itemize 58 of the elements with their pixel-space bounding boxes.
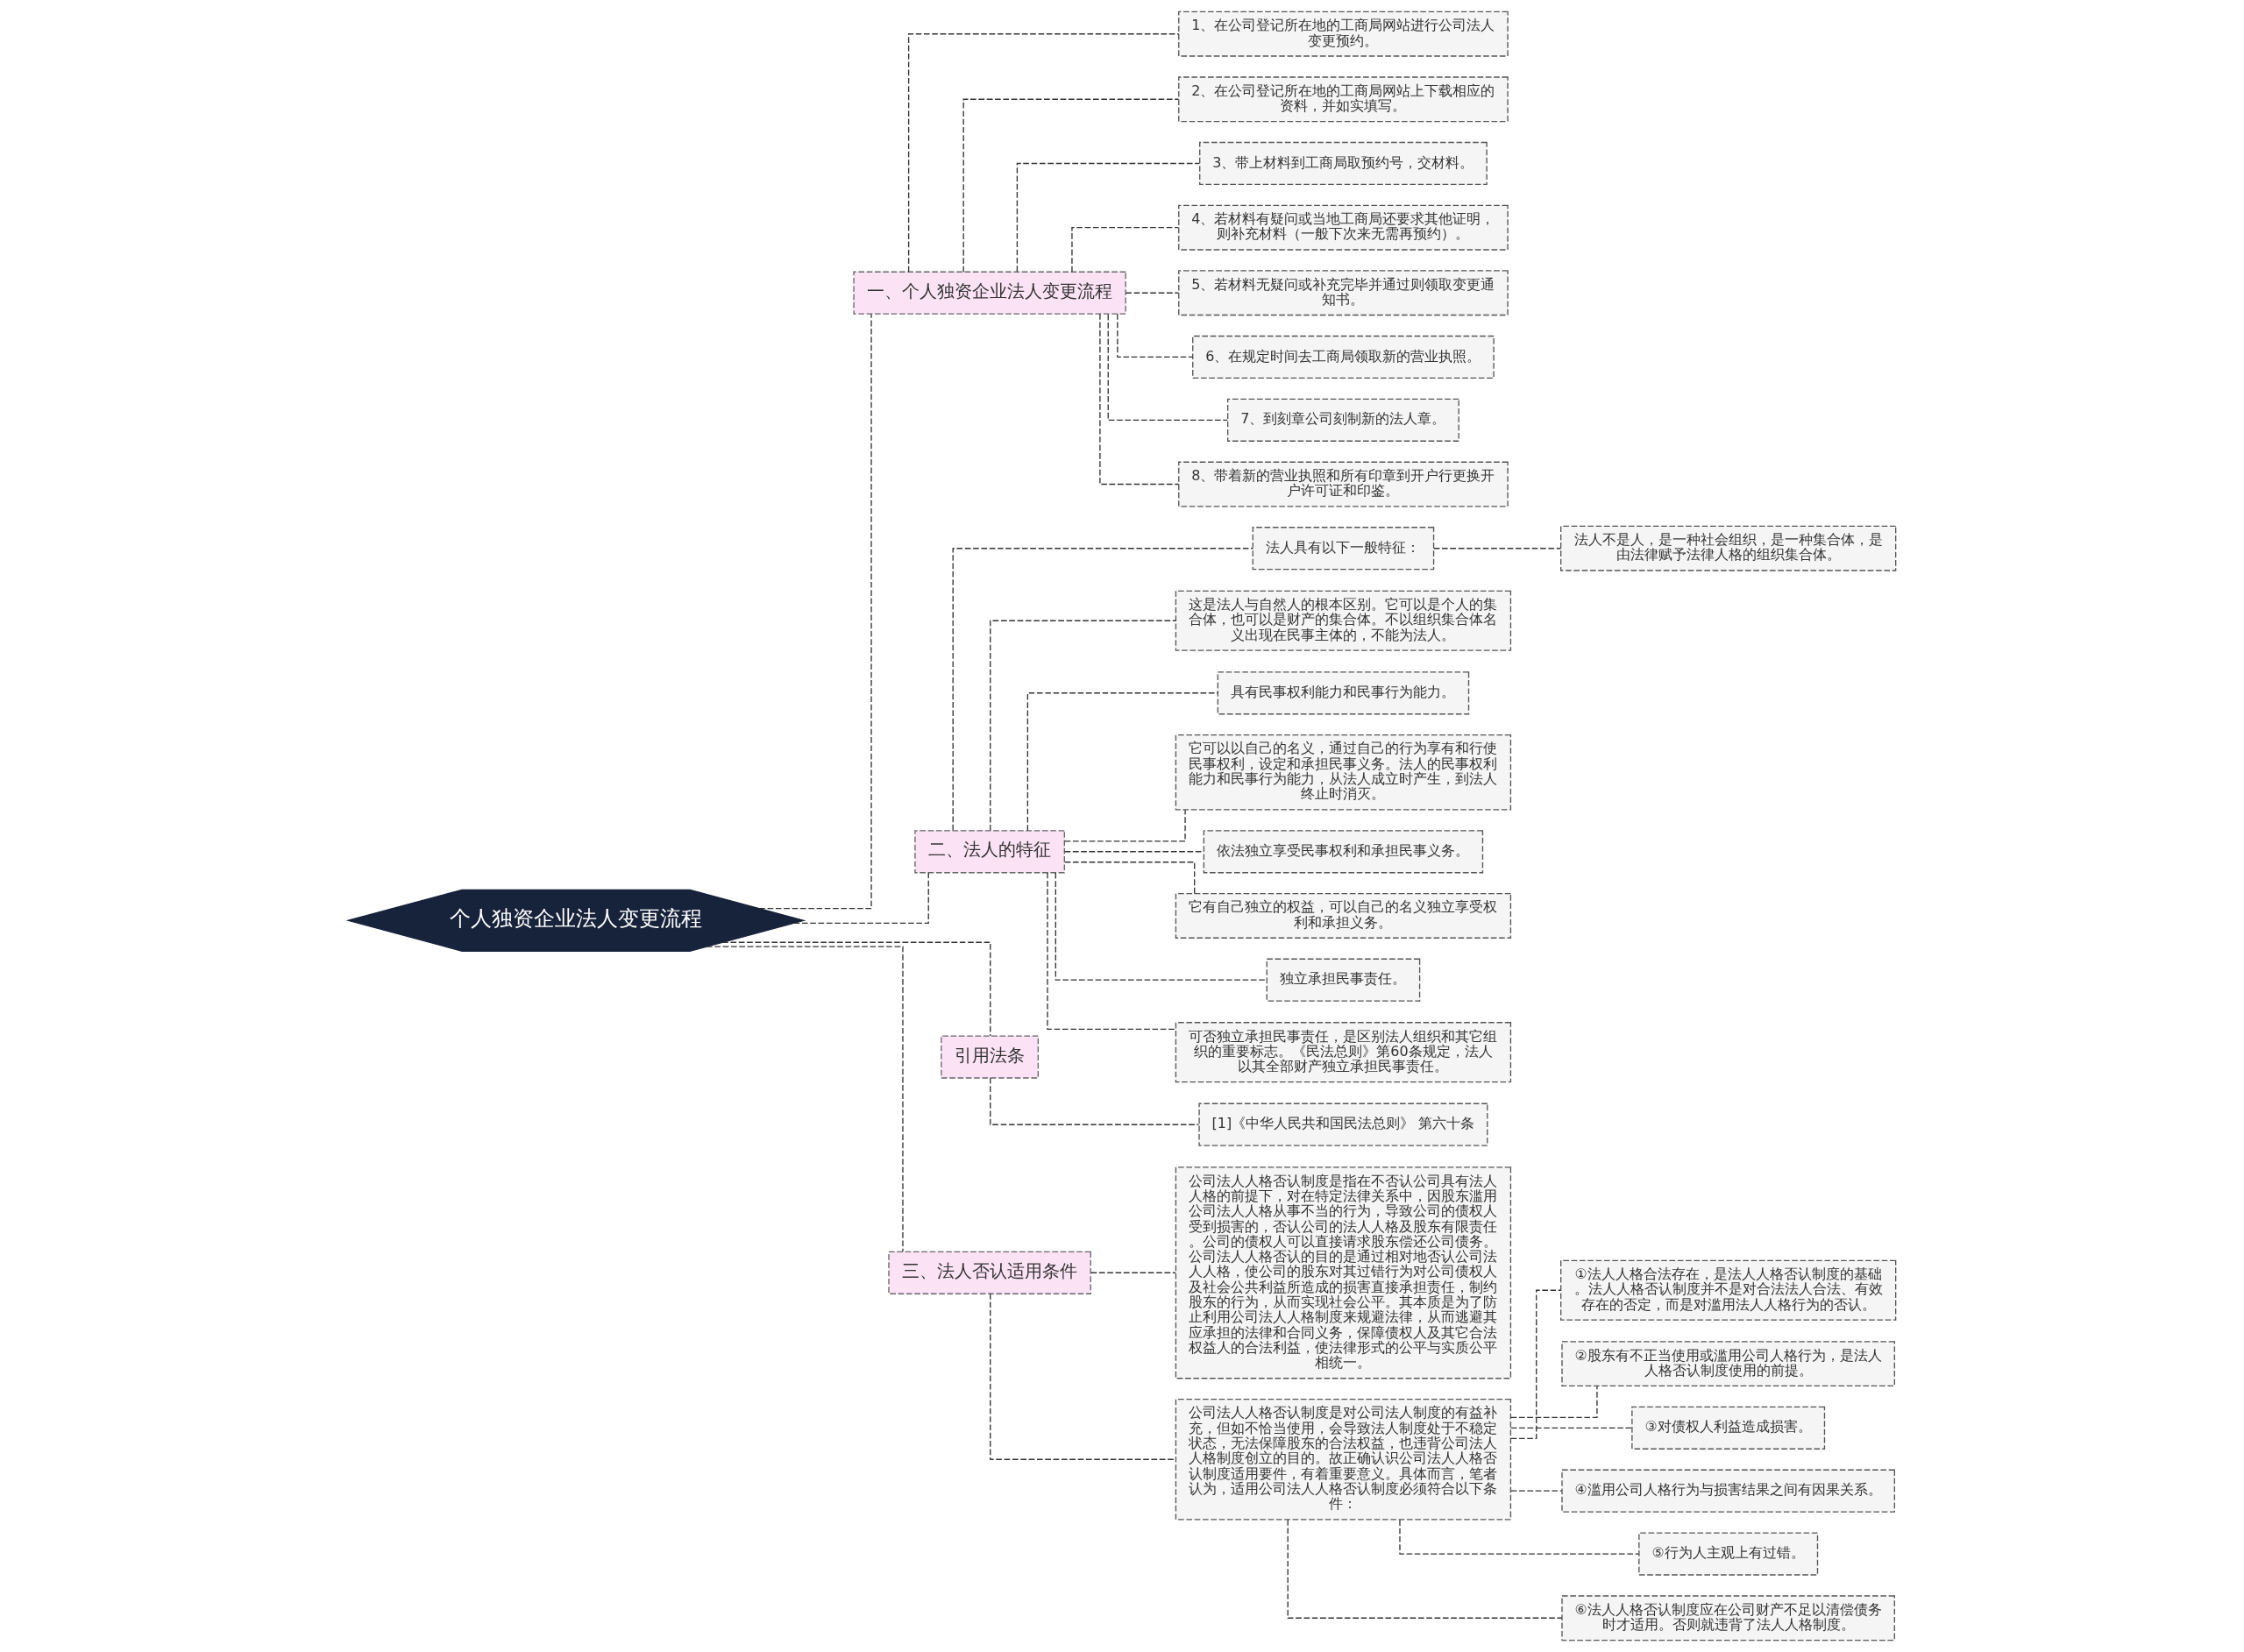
connector <box>1047 872 1176 1031</box>
connector <box>952 548 1253 832</box>
node-box: 法人不是人，是一种社会组织，是一种集合体，是由法律赋予法律人格的组织集合体。 <box>1560 525 1897 571</box>
connector <box>1064 861 1196 895</box>
connector <box>990 1293 1176 1460</box>
node-box: 公司法人人格否认制度是指在不否认公司具有法人人格的前提下，对在特定法律关系中，因股东滥用公司法人人格从事不当的行为，导致公司的债权人受到损害的，否认公司的法人人格及股东有限责任。公司的债权人可以直接请求股东偿还公司债务。公司法人人格否认的目的是通过相对地否认公司法人人格，使公司的股东对其过错行为对公司债权人及社会公共利益所造成的损害直接承担责任，制约股东的行为，从而实现社会公平。其本质是为了防止利用公司法人人格制度来规避法律，从而逃避其应承担的法律和合同义务，保障债权人及其它合法权益人的合法利益，使法律形式的公平与实质公平相统一。 <box>1175 1166 1512 1379</box>
node-box: 一、个人独资企业法人变更流程 <box>853 271 1126 315</box>
connector <box>1071 227 1180 273</box>
connector <box>1509 1386 1598 1418</box>
connector <box>1117 313 1194 358</box>
node-box: 可否独立承担民事责任，是区别法人组织和其它组织的重要标志。《民法总则》第60条规定，法人以其全部财产独立承担民事责任。 <box>1175 1022 1512 1083</box>
node-box: ⑥法人人格否认制度应在公司财产不足以清偿债务时才适用。否则就违背了法人人格制度。 <box>1561 1595 1895 1641</box>
node-box: 它可以以自己的名义，通过自己的行为享有和行使民事权利，设定和承担民事义务。法人的民事权利能力和民事行为能力，从法人成立时产生，到法人终止时消灭。 <box>1175 734 1512 811</box>
connector <box>907 33 1180 273</box>
node-box: 它有自己独立的权益，可以自己的名义独立享受权利和承担义务。 <box>1175 893 1512 939</box>
node-box: 引用法条 <box>941 1035 1040 1079</box>
connector <box>962 98 1179 273</box>
connector <box>1099 313 1180 486</box>
node-box: 4、若材料有疑问或当地工商局还要求其他证明，则补充材料（一般下次来无需再预约）。 <box>1178 204 1509 251</box>
connector <box>758 313 872 910</box>
node-box: ⑤行为人主观上有过错。 <box>1638 1532 1819 1576</box>
node-box: ③对债权人利益造成损害。 <box>1631 1406 1826 1450</box>
connector <box>1055 872 1268 981</box>
connector <box>706 946 904 1252</box>
connector <box>1287 1519 1563 1619</box>
node-box: ②股东有不正当使用或滥用公司人格行为，是法人人格否认制度使用的前提。 <box>1561 1341 1895 1387</box>
node-box: 公司法人人格否认制度是对公司法人制度的有益补充，但如不恰当使用，会导致法人制度处于不稳定状态，无法保障股东的合法权益，也违背公司法人人格制度创立的目的。故正确认识公司法人人格否认制度适用要件，有着重要意义。具体而言，笔者认为，适用公司法人人格否认制度必须符合以下条件： <box>1175 1399 1512 1521</box>
connector <box>1510 1490 1563 1492</box>
node-box: 这是法人与自然人的根本区别。它可以是个人的集合体，也可以是财产的集合体。不以组织集合体名义出现在民事主体的，不能为法人。 <box>1175 590 1512 651</box>
node-box: 8、带着新的营业执照和所有印章到开户行更换开户许可证和印鉴。 <box>1178 461 1509 507</box>
node-box: 具有民事权利能力和民事行为能力。 <box>1217 671 1470 715</box>
connector <box>990 1077 1200 1125</box>
connector <box>1399 1519 1640 1555</box>
node-box: ①法人人格合法存在，是法人人格否认制度的基础。法人人格否认制度并不是对合法法人合法、有效存在的否定，而是对滥用法人人格行为的否认。 <box>1560 1259 1897 1321</box>
node-box: 7、到刻章公司刻制新的法人章。 <box>1227 398 1459 442</box>
node-box: 2、在公司登记所在地的工商局网站上下载相应的资料，并如实填写。 <box>1178 76 1509 123</box>
connector <box>1510 1427 1633 1429</box>
connector <box>1107 314 1228 421</box>
connector <box>990 620 1176 832</box>
node-box: 独立承担民事责任。 <box>1266 958 1421 1002</box>
connector <box>1125 292 1180 294</box>
node-box: 5、若材料无疑问或补充完毕并通过则领取变更通知书。 <box>1178 270 1509 316</box>
node-box: 二、法人的特征 <box>914 830 1065 874</box>
node-box: 依法独立享受民事权利和承担民事义务。 <box>1203 830 1484 874</box>
connector <box>792 872 929 925</box>
connector <box>1090 1272 1176 1273</box>
node-box: 三、法人否认适用条件 <box>888 1251 1091 1294</box>
node-box: 1、在公司登记所在地的工商局网站进行公司法人变更预约。 <box>1178 11 1509 57</box>
node-box: 法人具有以下一般特征： <box>1252 527 1435 571</box>
connector <box>1433 548 1562 549</box>
node-box: ④滥用公司人格行为与损害结果之间有因果关系。 <box>1561 1469 1895 1513</box>
connector <box>1016 162 1200 273</box>
node-box: [1]《中华人民共和国民法总则》 第六十条 <box>1198 1103 1488 1146</box>
connector <box>721 941 991 1037</box>
connector <box>1026 692 1218 832</box>
node-box: 3、带上材料到工商局取预约号，交材料。 <box>1199 141 1488 186</box>
connector <box>1064 809 1186 842</box>
node-box: 6、在规定时间去工商局领取新的营业执照。 <box>1192 335 1495 379</box>
